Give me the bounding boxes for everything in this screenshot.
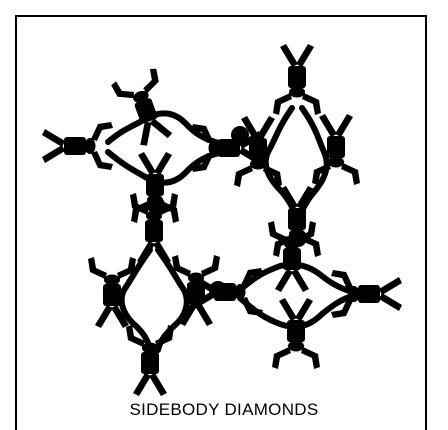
jumper-d2-right <box>312 114 360 185</box>
jumper-d2-top <box>273 44 321 115</box>
jumper-d1-left <box>42 122 113 170</box>
jumper-d4-right <box>331 270 402 318</box>
jumper-d1-top <box>110 67 179 150</box>
jumper-d3-bottom <box>126 325 174 396</box>
diagram-caption: SIDEBODY DIAMONDS <box>0 400 448 420</box>
jumper-d4-bottom <box>272 298 320 369</box>
